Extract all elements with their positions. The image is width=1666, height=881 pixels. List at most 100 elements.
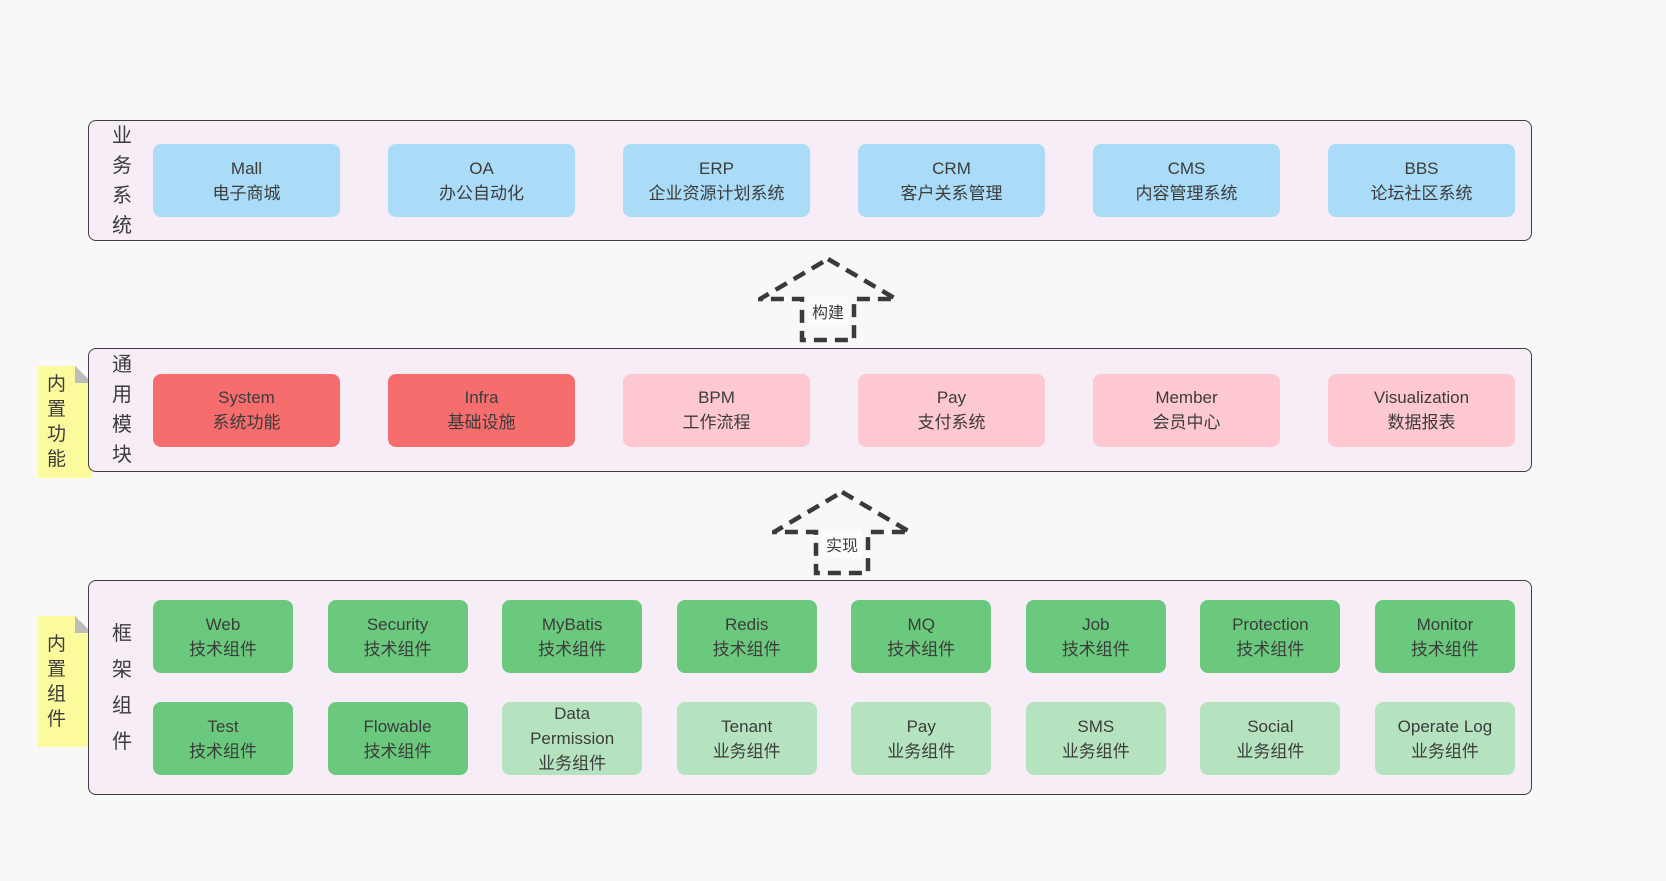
box-subtitle: 技术组件 [1410, 639, 1479, 659]
box-erp: ERP 企业资源计划系统 [623, 144, 810, 217]
box-title: CRM [932, 158, 971, 178]
box-subtitle: 技术组件 [1236, 639, 1305, 659]
box-subtitle: 企业资源计划系统 [648, 183, 785, 203]
box-title: Member [1155, 388, 1218, 407]
box-subtitle: 客户关系管理 [900, 183, 1003, 203]
box-title: Flowable [363, 716, 432, 736]
business-systems-row: Mall 电子商城 OA 办公自动化 ERP 企业资源计划系统 CRM 客户关系管理 CMS 内容… [153, 144, 1515, 217]
box-title: CMS [1167, 158, 1206, 178]
sticky-label: 内置组件 [46, 633, 66, 730]
box-subtitle: 业务组件 [887, 741, 956, 761]
arrow-build: 构建 [758, 255, 898, 343]
box-title: ERP [699, 158, 734, 178]
box-title: Web [205, 614, 241, 634]
box-title: Protection [1232, 614, 1309, 634]
box-subtitle: 电子商城 [212, 183, 281, 203]
box-subtitle: 技术组件 [363, 639, 432, 659]
box-system: System 系统功能 [153, 373, 340, 447]
box-subtitle: 办公自动化 [439, 183, 524, 203]
box-sms: SMS 业务组件 [1025, 702, 1166, 775]
box-title: Mall [230, 158, 263, 178]
box-cms: CMS 内容管理系统 [1093, 144, 1280, 217]
box-subtitle: 业务组件 [712, 741, 781, 761]
box-subtitle: 业务组件 [1410, 741, 1479, 761]
box-data-permission: Data Permission 业务组件 [502, 702, 643, 775]
box-subtitle: 内容管理系统 [1135, 183, 1238, 203]
box-title: MQ [907, 614, 935, 634]
box-title: OA [469, 158, 494, 178]
box-flowable: Flowable 技术组件 [327, 702, 468, 775]
box-subtitle: 技术组件 [712, 639, 781, 659]
box-title: SMS [1077, 716, 1115, 736]
common-modules-row: System 系统功能 Infra 基础设施 BPM 工作流程 Pay 支付系统 Member 会… [153, 373, 1515, 447]
box-social: Social 业务组件 [1200, 702, 1341, 775]
panel-label: 通用模块 [112, 354, 132, 466]
box-test: Test 技术组件 [153, 702, 293, 775]
box-member: Member 会员中心 [1093, 373, 1280, 447]
box-protection: Protection 技术组件 [1200, 600, 1341, 673]
box-title: Job [1082, 614, 1110, 634]
box-title: Infra [464, 388, 499, 407]
box-security: Security 技术组件 [327, 600, 468, 673]
box-subtitle: 技术组件 [189, 639, 257, 659]
box-subtitle: 支付系统 [917, 413, 986, 432]
box-title: Visualization [1373, 388, 1470, 407]
box-title: Operate Log [1397, 716, 1493, 736]
box-subtitle: 业务组件 [1236, 741, 1305, 761]
box-title: Redis [724, 614, 769, 634]
box-title: System [218, 388, 275, 407]
dashed-up-arrow-icon [772, 489, 912, 576]
arrow-label: 构建 [807, 297, 849, 325]
box-bpm: BPM 工作流程 [623, 373, 810, 447]
sticky-note-builtin-components: 内置组件 [38, 616, 92, 747]
box-subtitle: 业务组件 [538, 754, 607, 773]
box-crm: CRM 客户关系管理 [858, 144, 1045, 217]
box-subtitle: 数据报表 [1387, 413, 1456, 432]
arrow-implement: 实现 [772, 488, 912, 576]
box-operate-log: Operate Log 业务组件 [1374, 702, 1515, 775]
box-title: Social [1247, 716, 1294, 736]
box-title: Security [366, 614, 429, 634]
box-title: Test [207, 716, 239, 736]
box-title: Pay [906, 716, 936, 736]
dashed-up-arrow-icon [758, 256, 898, 343]
box-title: Tenant [721, 716, 773, 736]
box-subtitle: 技术组件 [363, 741, 432, 761]
box-subtitle: 系统功能 [212, 413, 281, 432]
box-pay: Pay 业务组件 [851, 702, 992, 775]
box-subtitle: 技术组件 [538, 639, 607, 659]
box-subtitle: 基础设施 [447, 413, 516, 432]
box-mall: Mall 电子商城 [153, 144, 340, 217]
folded-corner-icon [75, 366, 92, 383]
panel-common-modules: 通用模块 System 系统功能 Infra 基础设施 BPM 工作流程 Pay 支付系统 Me… [88, 348, 1532, 472]
box-tenant: Tenant 业务组件 [676, 702, 817, 775]
arrow-label: 实现 [821, 530, 863, 558]
panel-label: 框架组件 [112, 622, 132, 753]
box-subtitle: 业务组件 [1061, 741, 1130, 761]
box-bbs: BBS 论坛社区系统 [1328, 144, 1515, 217]
box-title: Data Permission [530, 704, 615, 748]
box-subtitle: 技术组件 [887, 639, 956, 659]
box-oa: OA 办公自动化 [388, 144, 575, 217]
box-web: Web 技术组件 [153, 600, 293, 673]
box-mq: MQ 技术组件 [851, 600, 992, 673]
box-title: BBS [1404, 158, 1439, 178]
panel-label: 业务系统 [112, 124, 132, 237]
box-title: Pay [936, 388, 967, 407]
box-visualization: Visualization 数据报表 [1328, 373, 1515, 447]
box-subtitle: 会员中心 [1152, 413, 1221, 432]
panel-business-systems: 业务系统 Mall 电子商城 OA 办公自动化 ERP 企业资源计划系统 CRM 客户关系管理… [88, 120, 1532, 241]
box-subtitle: 技术组件 [189, 741, 257, 761]
box-title: BPM [698, 388, 735, 407]
box-infra: Infra 基础设施 [388, 373, 575, 447]
box-subtitle: 工作流程 [682, 413, 751, 432]
box-subtitle: 论坛社区系统 [1370, 183, 1473, 203]
sticky-note-builtin-features: 内置功能 [38, 366, 92, 478]
